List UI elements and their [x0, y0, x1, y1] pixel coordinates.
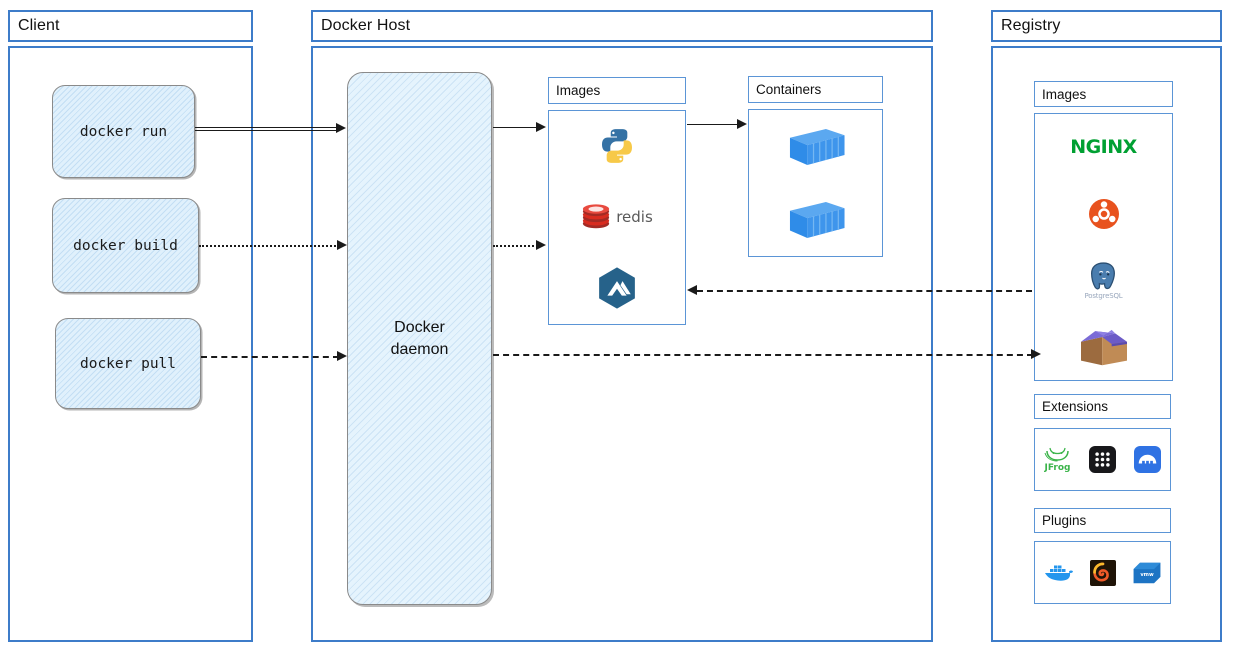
connector-pull-to-daemon	[201, 356, 339, 358]
container-icon-cell-1	[785, 110, 847, 183]
arrowhead-run-to-daemon	[336, 123, 346, 133]
vmware-icon-cell: vmw	[1131, 560, 1163, 586]
connector-daemon-to-registry	[493, 354, 1033, 356]
containers-panel-body	[748, 109, 883, 257]
arrowhead-daemon-to-registry	[1031, 349, 1041, 359]
plugins-label-text: Plugins	[1042, 513, 1087, 528]
grid-apps-icon	[1089, 446, 1116, 473]
docker-whale-icon	[1044, 565, 1073, 581]
connector-build-to-daemon	[199, 245, 339, 247]
client-label-text: Client	[18, 17, 60, 34]
registry-images-icon-stack: NGINX	[1035, 114, 1172, 380]
registry-images-label-text: Images	[1042, 86, 1087, 102]
arrowhead-pull-to-daemon	[337, 351, 347, 361]
registry-images-panel-label: Images	[1034, 81, 1173, 107]
containers-icon-stack	[749, 110, 882, 256]
containers-label-text: Containers	[756, 82, 822, 97]
registry-images-panel-body: NGINX	[1034, 113, 1173, 381]
jfrog-icon	[1044, 447, 1069, 462]
arrowhead-images-to-containers	[737, 119, 747, 129]
alpine-icon	[599, 267, 635, 309]
python-icon-cell	[549, 111, 685, 182]
container-icon	[789, 128, 845, 165]
connector-daemon-to-images	[493, 127, 538, 128]
docker-daemon-box[interactable]: Docker daemon	[347, 72, 492, 605]
grafana-icon-cell	[1089, 559, 1116, 586]
postgresql-icon	[1090, 262, 1115, 290]
nginx-icon: NGINX	[1070, 136, 1137, 159]
container-icon-cell-2	[785, 183, 847, 256]
extensions-panel-label: Extensions	[1034, 394, 1171, 419]
command-box-docker-pull[interactable]: docker pull	[55, 318, 201, 409]
alpine-icon-cell	[549, 253, 685, 324]
client-region-label: Client	[8, 10, 253, 42]
nginx-icon-cell: NGINX	[1035, 114, 1172, 181]
arrowhead-daemon-to-images-dotted	[536, 240, 546, 250]
extensions-label-text: Extensions	[1042, 399, 1109, 414]
command-label: docker run	[79, 123, 168, 140]
arrowhead-daemon-to-images	[536, 122, 546, 132]
python-icon	[602, 129, 632, 164]
host-images-panel-label: Images	[548, 77, 686, 104]
disk-icon-cell	[1134, 446, 1161, 473]
plugins-panel-body: vmw	[1034, 541, 1171, 604]
connector-daemon-to-images-dotted	[493, 245, 538, 247]
jfrog-label: JFrog	[1044, 463, 1071, 473]
extensions-panel-body: JFrog	[1034, 428, 1171, 491]
docker-whale-icon-cell	[1043, 561, 1075, 585]
package-box-icon	[1080, 329, 1127, 366]
daemon-label-line1: Docker	[394, 318, 445, 336]
redis-icon-cell: redis	[549, 182, 685, 253]
daemon-label-line2: daemon	[390, 340, 449, 358]
redis-label: redis	[616, 208, 653, 227]
redis-icon	[583, 204, 610, 229]
registry-region-label: Registry	[991, 10, 1222, 42]
connector-run-to-daemon	[195, 127, 338, 131]
command-label: docker pull	[79, 355, 177, 372]
host-images-label-text: Images	[556, 83, 601, 98]
plugins-panel-label: Plugins	[1034, 508, 1171, 533]
grid-apps-icon-cell	[1089, 446, 1116, 473]
package-box-icon-cell	[1035, 314, 1172, 381]
host-images-icon-stack: redis	[549, 111, 685, 324]
container-icon	[789, 201, 845, 238]
vmware-label: vmw	[1140, 572, 1154, 578]
docker-host-region-label: Docker Host	[311, 10, 933, 42]
command-label: docker build	[73, 237, 178, 254]
arrowhead-build-to-daemon	[337, 240, 347, 250]
docker-host-label-text: Docker Host	[321, 17, 411, 34]
jfrog-icon-cell: JFrog	[1044, 446, 1071, 473]
extensions-icon-row: JFrog	[1035, 429, 1170, 490]
connector-images-to-containers	[687, 124, 739, 125]
containers-panel-label: Containers	[748, 76, 883, 103]
plugins-icon-row: vmw	[1035, 542, 1170, 603]
grafana-icon	[1089, 559, 1116, 586]
command-box-docker-build[interactable]: docker build	[52, 198, 199, 293]
postgresql-label: PostgreSQL	[1084, 291, 1123, 300]
host-images-panel-body: redis	[548, 110, 686, 325]
command-box-docker-run[interactable]: docker run	[52, 85, 195, 178]
daemon-label: Docker daemon	[391, 317, 449, 360]
disk-icon	[1134, 446, 1161, 473]
ubuntu-icon	[1088, 198, 1119, 229]
arrowhead-registry-to-images	[687, 285, 697, 295]
connector-registry-to-images	[697, 290, 1032, 292]
vmware-icon: vmw	[1133, 562, 1160, 583]
registry-label-text: Registry	[1001, 17, 1061, 34]
postgresql-icon-cell: PostgreSQL	[1035, 247, 1172, 314]
ubuntu-icon-cell	[1035, 181, 1172, 248]
